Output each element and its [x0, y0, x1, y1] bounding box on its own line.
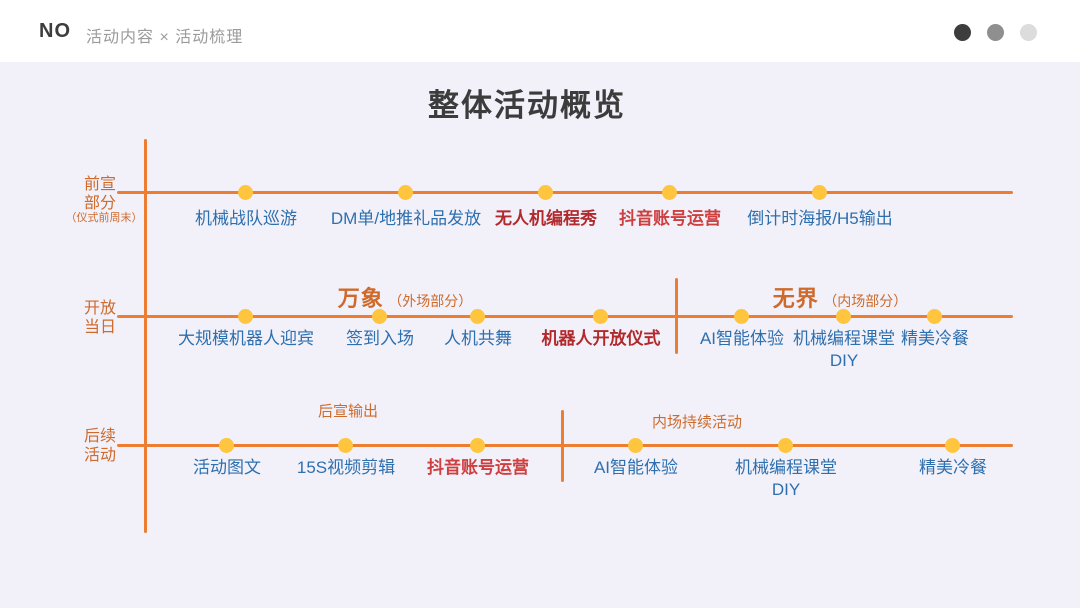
timeline-dot [836, 309, 851, 324]
nav-dot-icon[interactable] [1020, 24, 1037, 41]
timeline-item: 抖音账号运营 [427, 458, 529, 477]
timeline-item: AI智能体验 [593, 458, 679, 477]
row2-label: 开放 当日 [83, 300, 116, 336]
timeline-item: 机器人开放仪式 [541, 329, 661, 348]
row1-label: 前宣 部分 [83, 176, 116, 212]
timeline-line-row3 [117, 444, 1013, 447]
timeline-item: 15S视频剪辑 [296, 458, 396, 477]
section-title: 无界 [772, 286, 819, 311]
timeline-item: 机械编程课堂 DIY [735, 458, 837, 499]
timeline-dot [219, 438, 234, 453]
timeline-dot [662, 185, 677, 200]
nav-dot-icon[interactable] [987, 24, 1004, 41]
timeline-item: 机械战队巡游 [195, 209, 297, 228]
timeline-item: 人机共舞 [444, 329, 512, 348]
timeline-dot [778, 438, 793, 453]
timeline-dot [470, 438, 485, 453]
nav-dot-icon[interactable] [954, 24, 971, 41]
timeline-dot [398, 185, 413, 200]
timeline-item: 签到入场 [346, 329, 414, 348]
timeline-item: 无人机编程秀 [495, 209, 597, 228]
timeline-dot [372, 309, 387, 324]
timeline-item: DM单/地推礼品发放 [330, 209, 482, 228]
timeline-dot [628, 438, 643, 453]
row1-note: （仪式前周末） [65, 212, 143, 224]
section-header-indoor: 无界 （内场部分） [720, 281, 960, 313]
timeline-dot [734, 309, 749, 324]
timeline-dot [338, 438, 353, 453]
section-header-outdoor: 万象 （外场部分） [285, 281, 525, 313]
section-title: 万象 [337, 286, 384, 311]
timeline-item: 精美冷餐 [901, 329, 969, 348]
section-divider [561, 410, 564, 482]
section-suffix: （外场部分） [388, 293, 473, 309]
section-suffix: （内场部分） [823, 293, 908, 309]
timeline-spine [144, 139, 147, 533]
timeline-item: 抖音账号运营 [619, 209, 721, 228]
page-title: 整体活动概览 [428, 88, 626, 123]
timeline-line-row2 [117, 315, 1013, 318]
timeline-item: 大规模机器人迎宾 [178, 329, 314, 348]
timeline-item: 倒计时海报/H5输出 [747, 209, 893, 228]
app-logo: NO [39, 20, 71, 42]
timeline-dot [238, 185, 253, 200]
timeline-dot [945, 438, 960, 453]
timeline-item: 机械编程课堂 DIY [793, 329, 895, 370]
timeline-dot [593, 309, 608, 324]
timeline-item: AI智能体验 [699, 329, 785, 348]
row3-label: 后续 活动 [83, 428, 116, 464]
timeline-dot [538, 185, 553, 200]
section-header-continuing: 内场持续活动 [651, 414, 742, 431]
section-divider [675, 278, 678, 354]
timeline-line-row1 [117, 191, 1013, 194]
timeline-item: 精美冷餐 [919, 458, 987, 477]
breadcrumb: 活动内容 × 活动梳理 [86, 29, 244, 46]
timeline-dot [470, 309, 485, 324]
timeline-dot [238, 309, 253, 324]
timeline-dot [812, 185, 827, 200]
timeline-item: 活动图文 [193, 458, 261, 477]
timeline-dot [927, 309, 942, 324]
top-bar: NO 活动内容 × 活动梳理 [0, 0, 1080, 62]
slide-nav-dots [954, 24, 1037, 41]
section-header-post: 后宣输出 [317, 403, 378, 420]
